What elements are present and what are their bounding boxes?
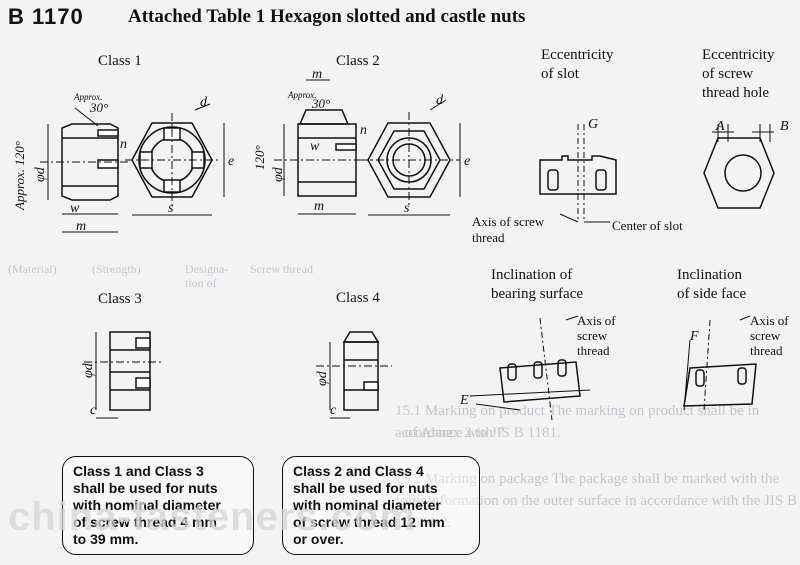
dim-B: B [780, 119, 789, 134]
dim-n: n [120, 137, 127, 152]
dim-s: s [168, 201, 174, 216]
label-line: thread hole [702, 85, 770, 101]
label-line: Axis of screw [472, 214, 545, 229]
label-line: Eccentricity [541, 47, 614, 63]
inclination-bearing-label: Inclination of bearing surface [491, 266, 583, 304]
class2-top-view [360, 99, 461, 216]
dim-m: m [312, 67, 322, 82]
bleed-line: 15.2 Marking on package The package shal… [395, 471, 780, 509]
dim-m: m [314, 199, 324, 214]
side-face-inclination-figure [683, 315, 757, 411]
bleed-table-cell: (Strength) [92, 262, 141, 276]
label-line: thread [577, 343, 610, 358]
standard-number: B 1170 [8, 4, 84, 29]
label-line: screw [750, 328, 781, 343]
label-line: of slot [541, 66, 579, 82]
angle-120-label: 120° [252, 145, 267, 170]
label-line: Axis of [750, 313, 789, 328]
dim-w: w [310, 139, 320, 154]
class2-label: Class 2 [336, 53, 380, 69]
label-line: of screw [702, 66, 754, 82]
axis-label: Axis of screw thread [472, 214, 544, 246]
class3-side-view [84, 331, 162, 419]
dim-E: E [459, 393, 469, 408]
label-line: Inclination [677, 267, 742, 283]
dim-d: d [436, 93, 444, 108]
dim-e: e [464, 154, 470, 169]
note-class1-class3: Class 1 and Class 3 shall be used for nu… [62, 456, 254, 555]
watermark: china-fasteners.com [8, 495, 417, 539]
bleed-table-cell: (Material) [8, 262, 57, 276]
dim-e: e [228, 154, 234, 169]
note-line: to 39 mm. [73, 531, 139, 547]
dim-d: d [200, 95, 208, 110]
dim-dw: φd [315, 370, 330, 386]
dim-A: A [715, 119, 725, 134]
approx-label: Approx. [73, 92, 102, 102]
label-line: thread [472, 230, 505, 245]
dim-c: c [330, 403, 337, 418]
label-line: of side face [677, 286, 747, 302]
page-title: Attached Table 1 Hexagon slotted and cas… [128, 6, 526, 27]
note-line: Class 1 and Class 3 [73, 463, 204, 479]
inclination-side-label: Inclination of side face [677, 266, 746, 304]
class4-side-view [316, 331, 392, 419]
label-line: screw [577, 328, 608, 343]
bleed-table-cell: Designa-tion of [185, 262, 229, 290]
slot-eccentricity-figure [539, 124, 617, 223]
dim-dw: φd [81, 362, 96, 378]
dim-m: m [76, 219, 86, 234]
approx-120-label: Approx. 120° [12, 141, 27, 211]
class3-label: Class 3 [98, 291, 142, 307]
center-of-slot-label: Center of slot [612, 218, 683, 233]
hole-eccentricity-figure [703, 124, 775, 209]
class1-side-view [40, 107, 130, 233]
angle-30-label: 30° [89, 100, 108, 115]
dim-n: n [360, 123, 367, 138]
class1-label: Class 1 [98, 53, 142, 69]
bleed-line: of Annex 2 to JIS B 1181. [405, 425, 561, 441]
dim-F: F [689, 329, 699, 344]
class4-label: Class 4 [336, 290, 380, 306]
axis-label: Axis of screw thread [750, 313, 789, 358]
dim-c: c [90, 403, 97, 418]
dim-s: s [404, 201, 410, 216]
angle-30-label: 30° [311, 96, 330, 111]
note-line: or over. [293, 531, 344, 547]
eccentricity-slot-label: Eccentricity of slot [541, 46, 613, 84]
dim-G: G [588, 117, 598, 132]
label-line: Axis of [577, 313, 616, 328]
bearing-inclination-figure [469, 315, 591, 421]
label-line: bearing surface [491, 286, 584, 302]
label-line: thread [750, 343, 783, 358]
approx-label: Approx. [287, 90, 316, 100]
dim-dw: φd [33, 166, 48, 182]
bleed-line: 15.1 Marking on product The marking on p… [395, 403, 760, 441]
note-line: of screw thread 4 mm [73, 514, 217, 530]
class1-top-view [125, 103, 225, 216]
bleed-table-cell: Screw thread [250, 262, 313, 276]
note-class2-class4: Class 2 and Class 4 shall be used for nu… [282, 456, 480, 555]
note-line: shall be used for nuts [73, 480, 218, 496]
dim-w: w [70, 201, 80, 216]
eccentricity-hole-label: Eccentricity of screw thread hole [702, 46, 774, 103]
note-line: shall be used for nuts [293, 480, 438, 496]
class2-side-view [274, 79, 372, 215]
label-line: Inclination of [491, 267, 573, 283]
note-line: Class 2 and Class 4 [293, 463, 424, 479]
label-line: Eccentricity [702, 47, 775, 63]
bleed-line: ing information on the outer surface in … [405, 493, 797, 531]
note-line: with nominal diameter [73, 497, 221, 513]
note-line: of screw thread 12 mm [293, 514, 445, 530]
dim-dw: φd [271, 166, 286, 182]
note-line: with nominal diameter [293, 497, 441, 513]
axis-label: Axis of screw thread [577, 313, 616, 358]
